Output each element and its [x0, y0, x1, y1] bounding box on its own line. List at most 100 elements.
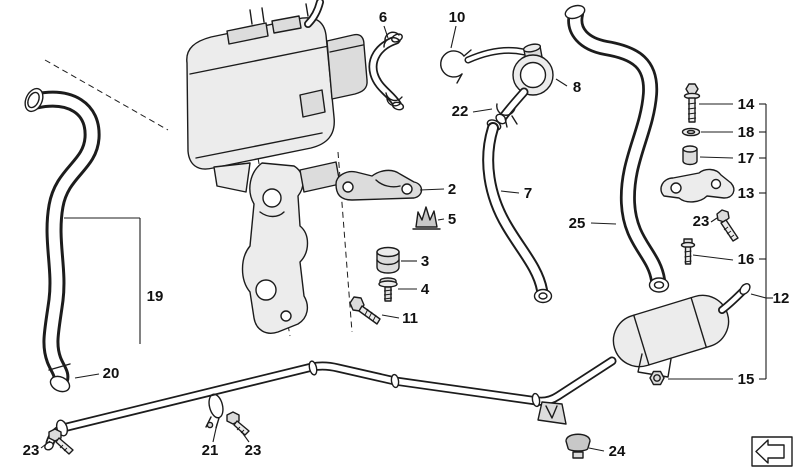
callout-12: 12 — [750, 290, 790, 307]
part-number-23-bottom-left[interactable]: 23 — [23, 442, 40, 459]
callout-14: 14 — [699, 96, 766, 113]
spring-clamp-part — [440, 49, 472, 84]
screw-part-23-right — [716, 209, 739, 242]
leader-line — [710, 217, 718, 223]
leader-line — [437, 218, 445, 221]
prev-diagram-arrow-icon — [755, 439, 785, 464]
part-number-23-right[interactable]: 23 — [693, 213, 710, 230]
screw-part-23-bottom-left — [48, 428, 74, 455]
leader-line — [450, 25, 457, 49]
callout-23-bottom-mid: 23 — [240, 430, 262, 459]
part-number-20[interactable]: 20 — [103, 365, 120, 382]
part-number-15[interactable]: 15 — [738, 371, 755, 388]
support-arm-part — [335, 169, 423, 201]
part-number-7[interactable]: 7 — [524, 185, 532, 202]
pump-clamp-part — [496, 103, 518, 128]
part-number-12[interactable]: 12 — [773, 290, 790, 307]
heater-mounting-bracket — [241, 161, 341, 334]
hex-bolt-part-14 — [683, 83, 701, 123]
leader-line — [240, 430, 250, 443]
leader-line — [74, 373, 100, 379]
part-number-3[interactable]: 3 — [421, 253, 429, 270]
callout-22: 22 — [452, 103, 493, 120]
exhaust-muffler — [612, 283, 751, 378]
callout-23-bottom-left: 23 — [23, 440, 51, 459]
rubber-buffer-part — [565, 433, 591, 459]
callout-21: 21 — [202, 423, 219, 459]
callout-11: 11 — [381, 310, 418, 327]
fuel-line-pipe — [44, 356, 617, 451]
callout-7: 7 — [500, 185, 532, 202]
leader-line — [692, 254, 734, 261]
callout-20: 20 — [74, 365, 120, 382]
callout-15: 15 — [668, 371, 766, 388]
callout-2: 2 — [419, 181, 456, 198]
callout-16: 16 — [692, 251, 766, 268]
prev-diagram-button[interactable] — [751, 436, 793, 467]
leader-line — [588, 447, 605, 452]
part-number-11[interactable]: 11 — [402, 310, 418, 327]
mount-screw-part — [378, 277, 398, 302]
callout-6: 6 — [379, 9, 389, 39]
callout-24: 24 — [588, 443, 626, 460]
part-number-6[interactable]: 6 — [379, 9, 387, 26]
callout-19: 19 — [64, 217, 164, 344]
leader-line — [500, 190, 520, 194]
coolant-hose-left — [24, 87, 101, 393]
serrated-clamp-part — [412, 206, 441, 230]
leader-line — [590, 222, 617, 225]
leader-line — [40, 440, 51, 449]
leader-line — [383, 25, 389, 39]
callout-4: 4 — [398, 281, 430, 298]
part-number-17[interactable]: 17 — [738, 150, 755, 167]
leader-line — [555, 78, 568, 87]
part-number-4[interactable]: 4 — [421, 281, 430, 298]
leader-line — [381, 314, 400, 319]
part-number-21[interactable]: 21 — [202, 442, 219, 459]
part-number-22[interactable]: 22 — [452, 103, 469, 120]
part-number-24[interactable]: 24 — [609, 443, 626, 460]
callout-8: 8 — [555, 78, 581, 96]
leader-line — [750, 293, 767, 299]
water-hose-7 — [482, 119, 553, 304]
spacer-sleeve-part-17 — [682, 145, 698, 166]
leader-line — [472, 108, 493, 113]
part-number-5[interactable]: 5 — [448, 211, 456, 228]
pipe-hanger-bracket — [537, 401, 567, 425]
washer-part-18 — [681, 127, 701, 137]
callout-25: 25 — [569, 215, 617, 232]
callout-17: 17 — [699, 150, 766, 167]
part-number-19[interactable]: 19 — [147, 288, 164, 305]
leader-line — [212, 423, 218, 443]
callout-5: 5 — [437, 211, 456, 228]
part-number-10[interactable]: 10 — [449, 9, 466, 26]
screw-part-16 — [680, 238, 696, 265]
fuel-metering-pump — [464, 43, 554, 125]
screw-part-23-bottom-mid — [226, 411, 250, 436]
leader-line — [699, 156, 734, 159]
hex-screw-part — [349, 296, 381, 325]
callouts: 6 10 8 22 14 18 17 — [23, 9, 790, 460]
part-number-18[interactable]: 18 — [738, 124, 755, 141]
part-number-13[interactable]: 13 — [738, 185, 755, 202]
callout-3: 3 — [401, 253, 429, 270]
holder-bracket-part-13 — [660, 168, 735, 203]
part-number-14[interactable]: 14 — [738, 96, 755, 113]
part-number-23-bottom-mid[interactable]: 23 — [245, 442, 262, 459]
pipe-clamp-part-21 — [205, 393, 224, 429]
callout-23-right: 23 — [693, 213, 718, 230]
hex-nut-part — [649, 370, 665, 386]
callout-10: 10 — [449, 9, 466, 49]
part-number-2[interactable]: 2 — [448, 181, 456, 198]
part-number-8[interactable]: 8 — [573, 79, 581, 96]
water-hose-25 — [564, 4, 670, 293]
part-number-16[interactable]: 16 — [738, 251, 755, 268]
leader-line — [419, 188, 445, 191]
part-number-25[interactable]: 25 — [569, 215, 586, 232]
formed-hose-part — [368, 31, 405, 111]
auxiliary-heater-unit — [186, 0, 368, 193]
callout-18: 18 — [701, 124, 766, 141]
rubber-mount-part — [376, 246, 400, 274]
